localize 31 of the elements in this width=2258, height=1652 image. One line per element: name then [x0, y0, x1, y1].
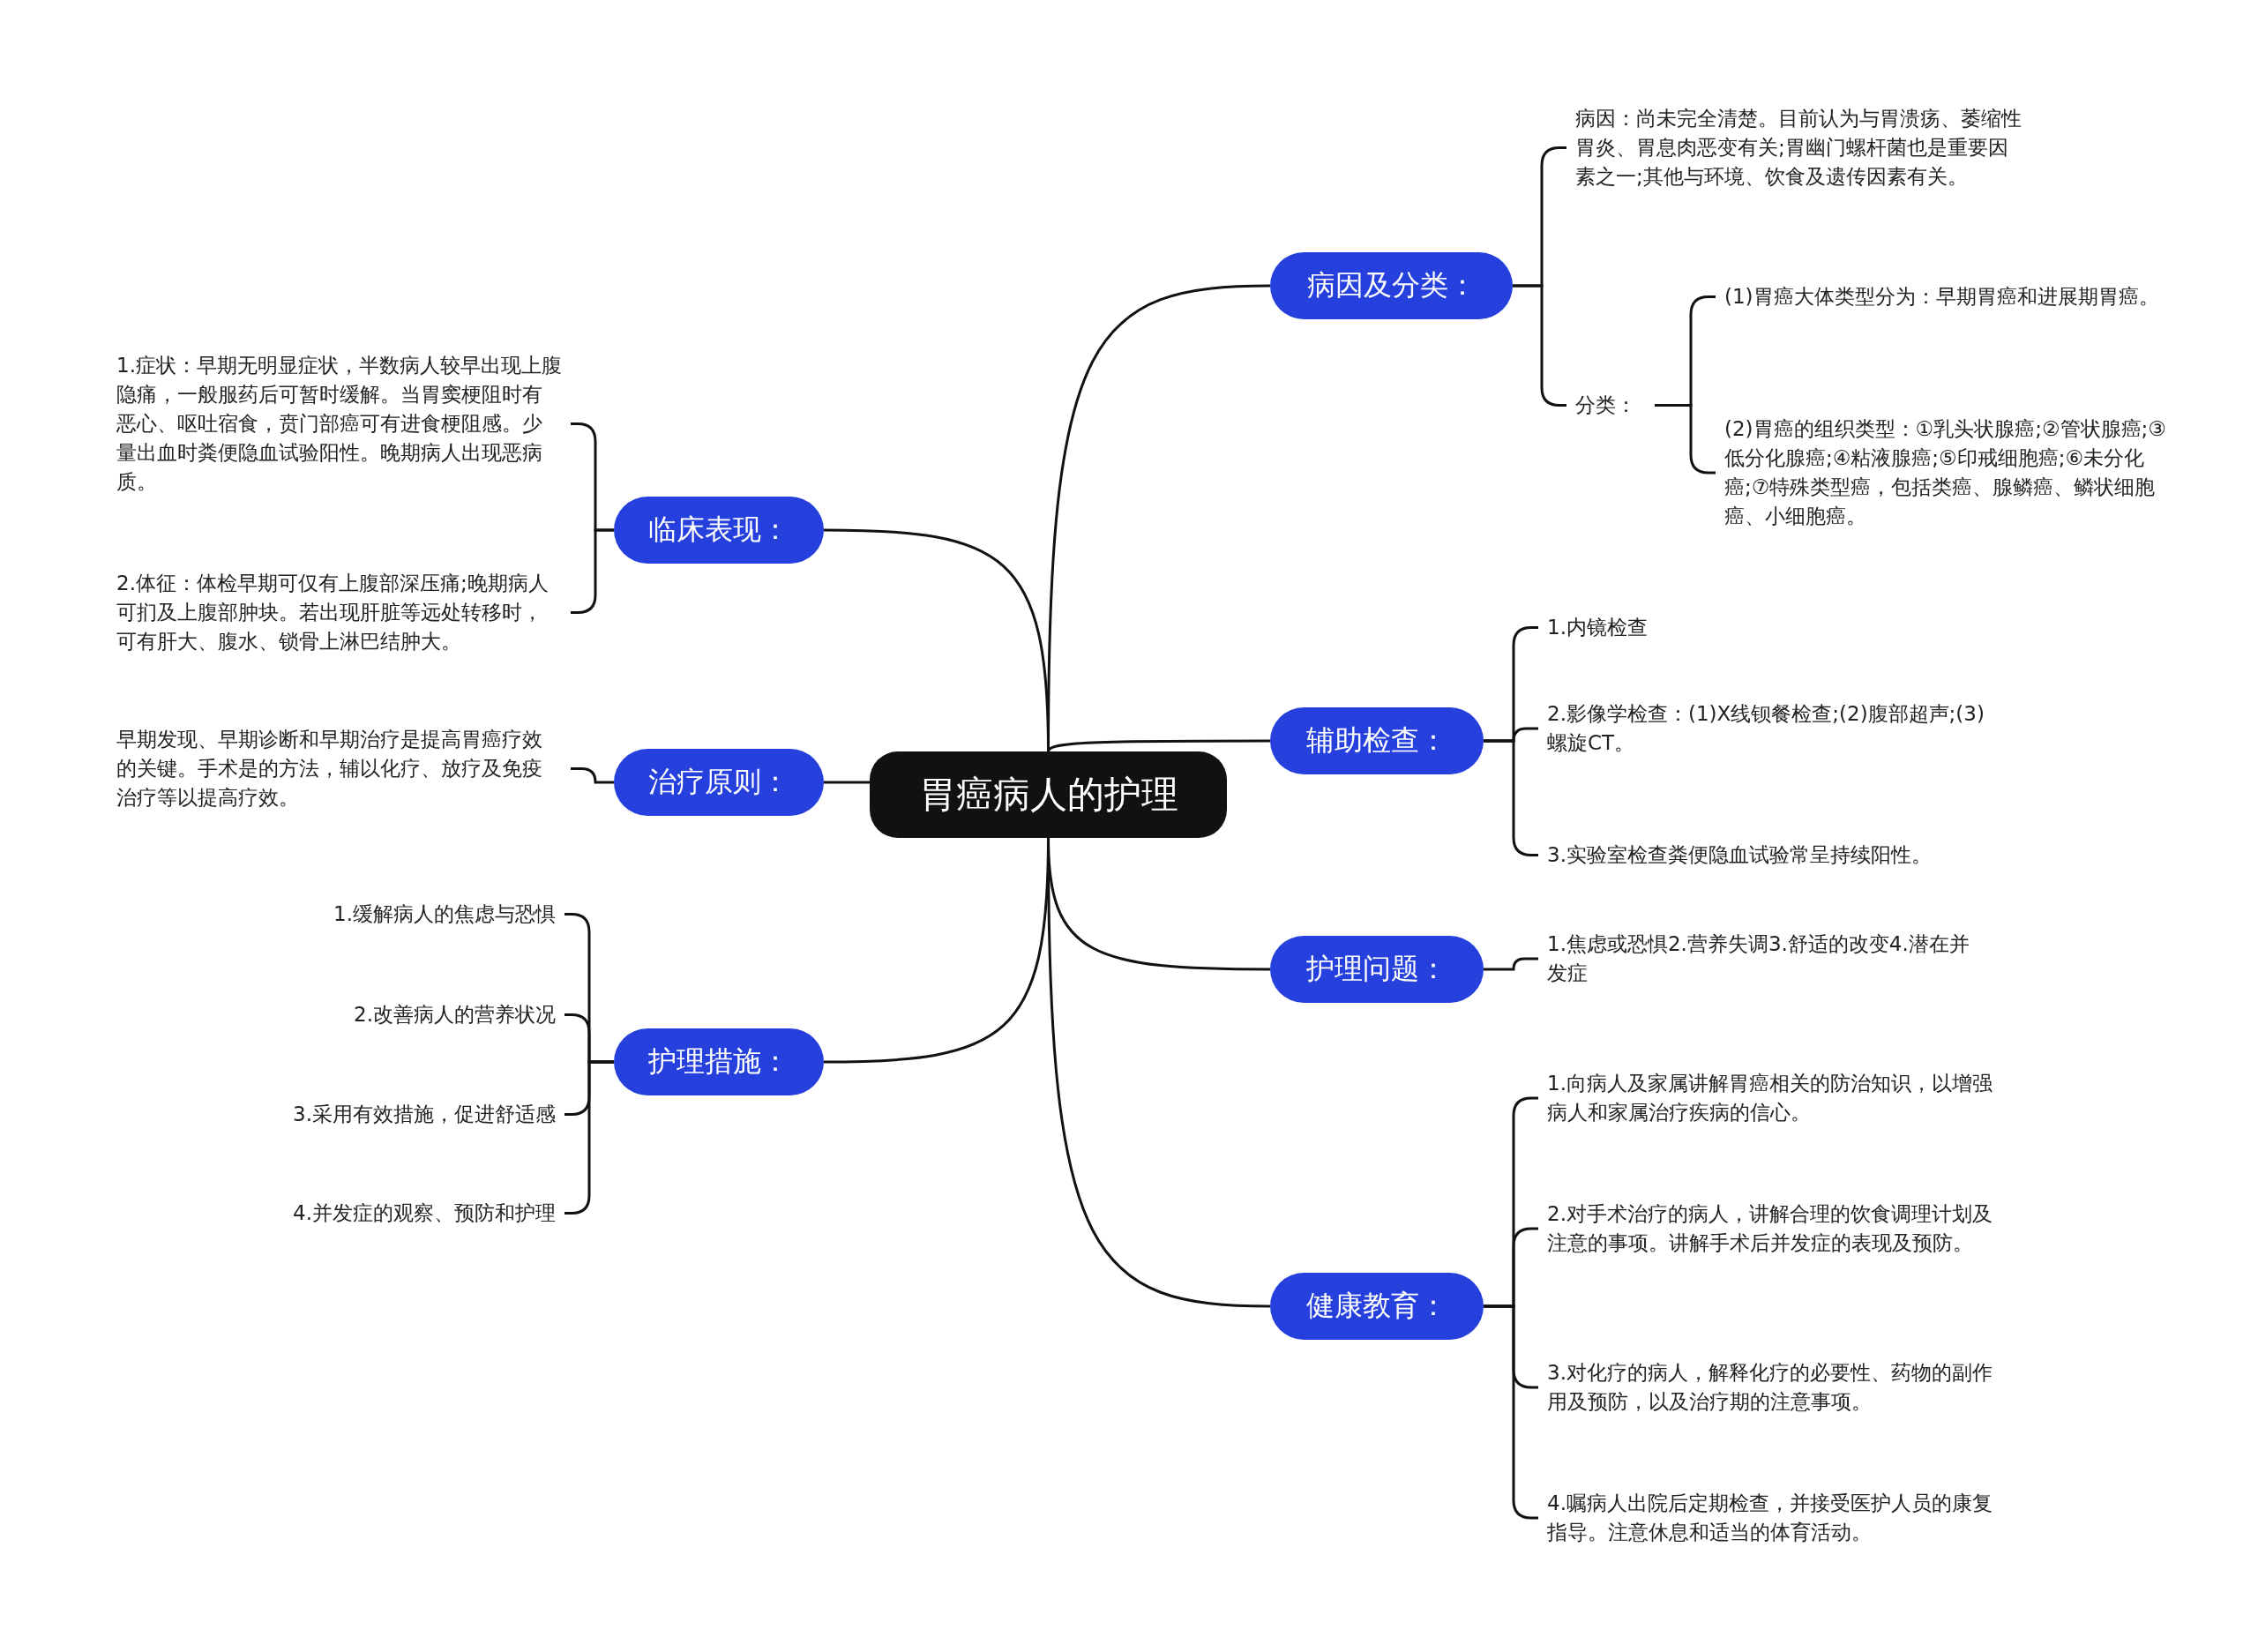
note-text: 2.体征：体检早期可仅有上腹部深压痛;晚期病人可扪及上腹部肿块。若出现肝脏等远处转移时，可有肝大、腹水、锁骨上淋巴结肿大。: [108, 569, 571, 656]
connector-line: [1484, 957, 1538, 971]
note-text: 2.影像学检查：(1)X线钡餐检查;(2)腹部超声;(3)螺旋CT。: [1538, 699, 2001, 758]
connector-line: [1047, 739, 1270, 752]
note-text: 1.焦虑或恐惧2.营养失调3.舒适的改变4.潜在并发症: [1538, 930, 1997, 988]
topic-pill: 治疗原则：: [614, 749, 824, 816]
note-text: 4.并发症的观察、预防和护理: [194, 1199, 564, 1228]
note-text: 病因：尚未完全清楚。目前认为与胃溃疡、萎缩性胃炎、胃息肉恶变有关;胃幽门螺杆菌也是重要因素之一;其他与环境、饮食及遗传因素有关。: [1566, 104, 2034, 191]
note-text: (2)胃癌的组织类型：①乳头状腺癌;②管状腺癌;③低分化腺癌;④粘液腺癌;⑤印戒细胞癌;⑥未分化癌;⑦特殊类型癌，包括类癌、腺鳞癌、鳞状细胞癌、小细胞癌。: [1716, 415, 2187, 531]
central-topic-box: 胃癌病人的护理: [870, 751, 1227, 838]
note-text: 1.向病人及家属讲解胃癌相关的防治知识，以增强病人和家属治疗疾病的信心。: [1538, 1069, 2006, 1127]
connector-line: [571, 767, 614, 784]
topic-pill: 护理措施：: [614, 1028, 824, 1095]
note-text: 1.内镜检查: [1538, 613, 1997, 642]
connector-line: [824, 781, 870, 784]
note-text: 4.嘱病人出院后定期检查，并接受医护人员的康复指导。注意休息和适当的体育活动。: [1538, 1489, 2006, 1547]
topic-pill: 健康教育：: [1270, 1273, 1484, 1340]
note-text: 1.症状：早期无明显症状，半数病人较早出现上腹隐痛，一般服药后可暂时缓解。当胃窦梗阻时有恶心、呕吐宿食，贲门部癌可有进食梗阻感。少量出血时粪便隐血试验阳性。晚期病人出现恶病质。: [108, 351, 571, 497]
note-text: 分类：: [1566, 391, 1655, 420]
topic-pill: 临床表现：: [614, 497, 824, 564]
note-text: 2.对手术治疗的病人，讲解合理的饮食调理计划及注意的事项。讲解手术后并发症的表现及预防。: [1538, 1200, 2006, 1258]
note-text: 3.采用有效措施，促进舒适感: [194, 1100, 564, 1129]
topic-pill: 辅助检查：: [1270, 707, 1484, 774]
topic-pill: 护理问题：: [1270, 936, 1484, 1003]
note-text: (1)胃癌大体类型分为：早期胃癌和进展期胃癌。: [1716, 282, 2174, 311]
note-text: 早期发现、早期诊断和早期治疗是提高胃癌疗效的关键。手术是的方法，辅以化疗、放疗及免疫治疗等以提高疗效。: [108, 725, 571, 812]
note-text: 2.改善病人的营养状况: [194, 1000, 564, 1029]
note-text: 1.缓解病人的焦虑与恐惧: [194, 900, 564, 929]
note-text: 3.对化疗的病人，解释化疗的必要性、药物的副作用及预防，以及治疗期的注意事项。: [1538, 1358, 2006, 1417]
topic-pill: 病因及分类：: [1270, 252, 1513, 319]
note-text: 3.实验室检查粪便隐血试验常呈持续阳性。: [1538, 841, 2032, 870]
